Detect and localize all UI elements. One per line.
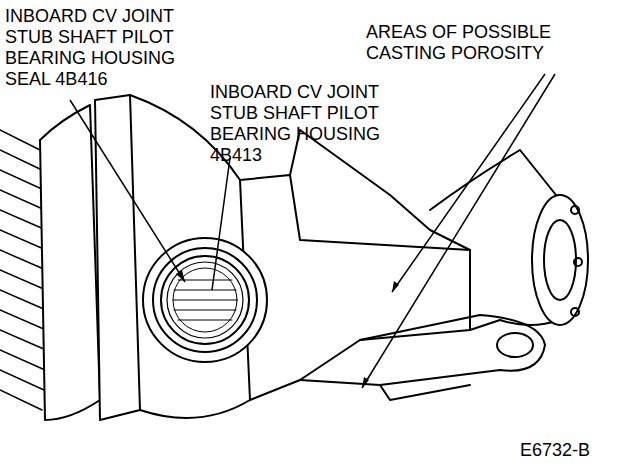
part-label: INBOARD CV JOINT STUB SHAFT PILOT BEARIN… [5,6,220,90]
figure-number: E6732-B [520,440,620,461]
note-label: AREAS OF POSSIBLE CASTING POROSITY [366,22,606,64]
part-label: INBOARD CV JOINT STUB SHAFT PILOT BEARIN… [210,82,425,166]
